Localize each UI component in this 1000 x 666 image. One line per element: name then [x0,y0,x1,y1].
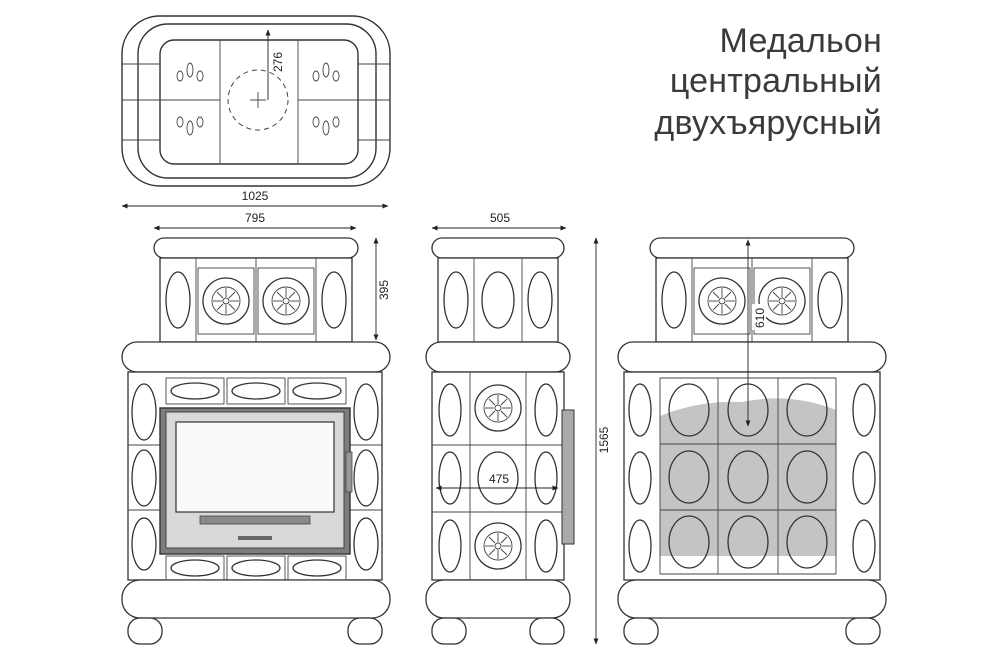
dim-side-width: 505 [490,211,510,225]
dim-total-height: 1565 [597,426,611,453]
title-line-3: двухъярусный [654,104,882,142]
dim-back-height: 610 [753,308,767,328]
fireplace-door [159,407,353,555]
title-line-1: Медальон [719,22,882,60]
vent-holes-icon [176,62,340,136]
title-line-2: центральный [669,62,882,100]
dim-top-tier-height: 395 [377,280,391,300]
dim-body-width: 795 [245,211,265,225]
front-view: 1025 795 395 [121,189,391,645]
back-view: 610 [617,237,887,645]
dim-inner-side-width: 475 [489,472,509,486]
side-view: 505 [425,211,611,645]
dim-overall-width: 1025 [242,189,269,203]
dim-top-depth: 276 [271,52,285,72]
top-plan-view: 276 [121,15,391,187]
